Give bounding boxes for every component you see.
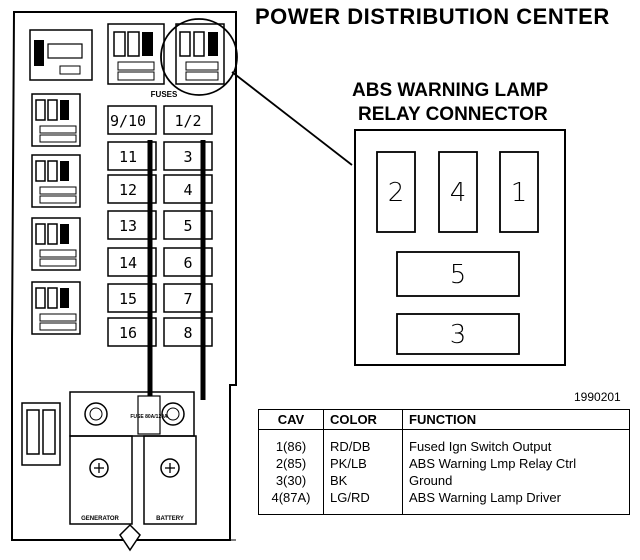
reference-code: 1990201	[574, 390, 621, 404]
battery-label: BATTERY	[156, 516, 184, 522]
relay-highlight-circle	[160, 18, 238, 96]
header-cav: CAV	[258, 409, 324, 430]
fuse-number: 4	[183, 181, 192, 199]
pdc-title: POWER DISTRIBUTION CENTER	[255, 4, 610, 29]
relay-lower-left	[21, 402, 61, 466]
cell-color: BK	[323, 472, 403, 489]
mega-fuse-label: FUSE 80A/120A	[130, 414, 168, 420]
table-row: 4(87A) LG/RD ABS Warning Lamp Driver	[258, 489, 630, 515]
relay-title-line2: RELAY CONNECTOR	[358, 104, 548, 125]
relay-cavity: 3	[396, 313, 520, 355]
fuse-number: 3	[183, 148, 192, 166]
relay-left-4	[31, 281, 81, 335]
cell-color: PK/LB	[323, 455, 403, 472]
fuse-cell-left: 9/10	[107, 105, 157, 135]
fuse-number: 7	[183, 290, 192, 308]
relay-top-3-abs	[175, 23, 225, 85]
fuse-number: 11	[119, 148, 137, 166]
latch-icon	[119, 523, 141, 552]
table-row: 3(30) BK Ground	[258, 472, 630, 489]
fuse-number: 9/10	[110, 112, 146, 130]
bus-bolt-right-icon	[161, 402, 185, 426]
cell-cav: 2(85)	[258, 455, 324, 472]
fuse-number: 15	[119, 290, 137, 308]
relay-cavity: 1	[499, 151, 539, 233]
cell-function: ABS Warning Lmp Relay Ctrl	[402, 455, 630, 472]
bus-bolt-left-icon	[84, 402, 108, 426]
fuse-number: 12	[119, 181, 137, 199]
cell-function: Ground	[402, 472, 630, 489]
fuse-number: 16	[119, 324, 137, 342]
relay-top-2	[107, 23, 165, 85]
relay-cavities: 2 4 1 5 3	[376, 151, 539, 355]
cavity-number: 1	[511, 178, 528, 208]
cavity-number: 2	[388, 178, 405, 208]
cell-function: Fused Ign Switch Output	[402, 429, 630, 455]
table-row: 1(86) RD/DB Fused Ign Switch Output	[258, 429, 630, 455]
cavity-number: 4	[450, 178, 467, 208]
relay-title-line1: ABS WARNING LAMP	[352, 80, 549, 101]
relay-cavity: 2	[376, 151, 416, 233]
cell-cav: 3(30)	[258, 472, 324, 489]
header-function: FUNCTION	[402, 409, 630, 430]
table-row: 2(85) PK/LB ABS Warning Lmp Relay Ctrl	[258, 455, 630, 472]
cavity-number: 5	[450, 260, 467, 290]
cell-color: LG/RD	[323, 489, 403, 515]
relay-left-2	[31, 154, 81, 208]
generator-terminal: GENERATOR	[69, 435, 133, 525]
header-color: COLOR	[323, 409, 403, 430]
cavity-number: 3	[450, 320, 467, 350]
fuse-number: 14	[119, 254, 137, 272]
fuses-label: FUSES	[151, 90, 178, 99]
relay-left-3	[31, 217, 81, 271]
mega-fuse	[137, 395, 161, 435]
callout-leader	[231, 71, 353, 166]
cell-cav: 1(86)	[258, 429, 324, 455]
cell-cav: 4(87A)	[258, 489, 324, 515]
fuse-number: 1/2	[174, 112, 201, 130]
cell-function: ABS Warning Lamp Driver	[402, 489, 630, 515]
relay-top-1	[29, 29, 93, 81]
table-header-row: CAV COLOR FUNCTION	[258, 409, 630, 430]
relay-left-1	[31, 93, 81, 147]
cell-color: RD/DB	[323, 429, 403, 455]
battery-terminal: BATTERY	[143, 435, 197, 525]
fuse-number: 8	[183, 324, 192, 342]
fuse-number: 5	[183, 217, 192, 235]
relay-connector-outline	[354, 129, 566, 366]
cavity-table: CAV COLOR FUNCTION 1(86) RD/DB Fused Ign…	[258, 409, 630, 515]
generator-label: GENERATOR	[81, 516, 119, 522]
fuse-number: 13	[119, 217, 137, 235]
fuse-number: 6	[183, 254, 192, 272]
fuse-cell-right: 1/2	[163, 105, 213, 135]
relay-cavity: 4	[438, 151, 478, 233]
relay-cavity: 5	[396, 251, 520, 297]
